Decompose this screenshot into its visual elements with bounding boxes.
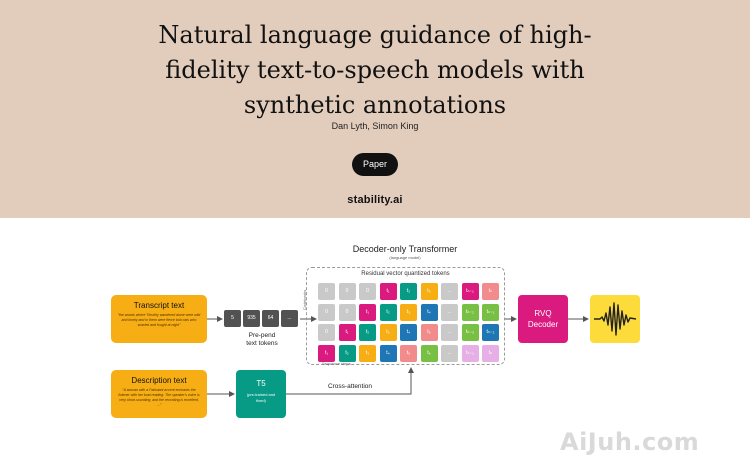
- arrow-cross-attention: [286, 367, 414, 395]
- rvq-token: t₄: [420, 303, 438, 321]
- paper-title: Natural language guidance of high- fidel…: [0, 18, 750, 123]
- waveform-box: [590, 295, 640, 343]
- t5-title: T5: [256, 379, 266, 388]
- rvq-token: t₃: [420, 283, 438, 300]
- prepend-label-1: Pre-pend: [248, 332, 276, 339]
- rvq-token: t₂: [359, 324, 376, 341]
- rvq-token: t₂: [379, 303, 397, 321]
- architecture-diagram: Decoder-only Transformer (language model…: [0, 218, 750, 468]
- transcript-card: Transcript text "the woods where Timothy…: [111, 295, 207, 343]
- transcript-title: Transcript text: [133, 301, 185, 310]
- rvq-token: t₁: [359, 303, 376, 321]
- rvq-token: t₄: [400, 324, 417, 341]
- rvq-token: t₃: [379, 324, 397, 341]
- decoder-subtitle: (language model): [389, 255, 421, 260]
- rvq-token: 0: [359, 283, 376, 300]
- rvq-token: ...: [441, 324, 458, 341]
- rvq-decoder-line-1: RVQ: [534, 309, 552, 318]
- text-token-chip: 935: [243, 310, 260, 327]
- transcript-text: "the woods where Timothy wandered alone …: [117, 313, 201, 327]
- t5-subtitle: (pre-trained and fixed): [246, 392, 276, 403]
- rvq-token: t₃: [400, 303, 417, 321]
- rvq-token: ...: [441, 344, 458, 362]
- description-card: Description text "A woman with a Pakista…: [111, 370, 207, 418]
- description-title: Description text: [131, 376, 187, 385]
- hero-banner: Natural language guidance of high- fidel…: [0, 0, 750, 218]
- connector-lines: [207, 316, 589, 397]
- rvq-token: t₁: [338, 324, 356, 341]
- brand-logo[interactable]: stability.ai: [347, 194, 403, 206]
- rvq-token: tₙ₋₁: [482, 303, 499, 321]
- prepend-label-2: text tokens: [246, 340, 278, 347]
- rvq-token: t₆: [420, 344, 438, 362]
- rvq-token: t₁: [318, 344, 335, 362]
- decoder-box: [306, 267, 505, 365]
- rvq-token: tₙ₋₁: [461, 344, 479, 362]
- text-token-chip: ...: [281, 310, 298, 327]
- rvq-token: ...: [441, 283, 458, 300]
- watermark: AiJuh.com: [560, 428, 700, 456]
- rvq-token: t₃: [359, 344, 376, 362]
- codebooks-label: Codebooks: [302, 289, 307, 310]
- description-text: "A woman with a Pakistani accent enchant…: [118, 388, 200, 407]
- rvq-decoder-box: RVQ Decoder: [518, 295, 568, 343]
- rvq-token: ...: [441, 303, 458, 321]
- cross-attention-label: Cross-attention: [327, 383, 373, 390]
- rvq-decoder-line-2: Decoder: [527, 320, 559, 329]
- rvq-token: tₙ₋₁: [461, 283, 479, 300]
- rvq-token: tₙ₋₂: [482, 324, 499, 341]
- decoder-title: Decoder-only Transformer: [352, 244, 458, 254]
- rvq-token: 0: [338, 283, 356, 300]
- t5-box: T5 (pre-trained and fixed): [236, 370, 286, 418]
- authors: Dan Lyth, Simon King: [331, 121, 419, 131]
- rvq-token: tₙ₋₃: [461, 324, 479, 341]
- rvq-token: t₅: [420, 324, 438, 341]
- rvq-token: t₅: [400, 344, 417, 362]
- paper-button[interactable]: Paper: [352, 153, 398, 176]
- rvq-token: t₄: [379, 344, 397, 362]
- sequence-steps-label: Sequence steps: [322, 361, 351, 366]
- title-line-1: Natural language guidance of high-: [158, 21, 592, 49]
- rvq-token: t₂: [400, 283, 417, 300]
- rvq-token: 0: [338, 303, 356, 321]
- rvq-token: tₙ: [482, 344, 499, 362]
- rvq-token: 0: [318, 324, 335, 341]
- rvq-token: tₙ: [482, 283, 499, 300]
- rvq-token: t₁: [379, 283, 397, 300]
- title-line-2: fidelity text-to-speech models with: [165, 56, 585, 84]
- waveform-icon: [594, 302, 637, 336]
- rvq-tokens-label: Residual vector quantized tokens: [361, 271, 450, 277]
- rvq-token: 0: [318, 303, 335, 321]
- text-token-chip: 64: [262, 310, 279, 327]
- title-line-3: synthetic annotations: [243, 91, 507, 119]
- rvq-token: 0: [318, 283, 335, 300]
- rvq-token: tₙ₋₂: [461, 303, 479, 321]
- text-token-chip: 5: [224, 310, 241, 327]
- rvq-token: t₂: [338, 344, 356, 362]
